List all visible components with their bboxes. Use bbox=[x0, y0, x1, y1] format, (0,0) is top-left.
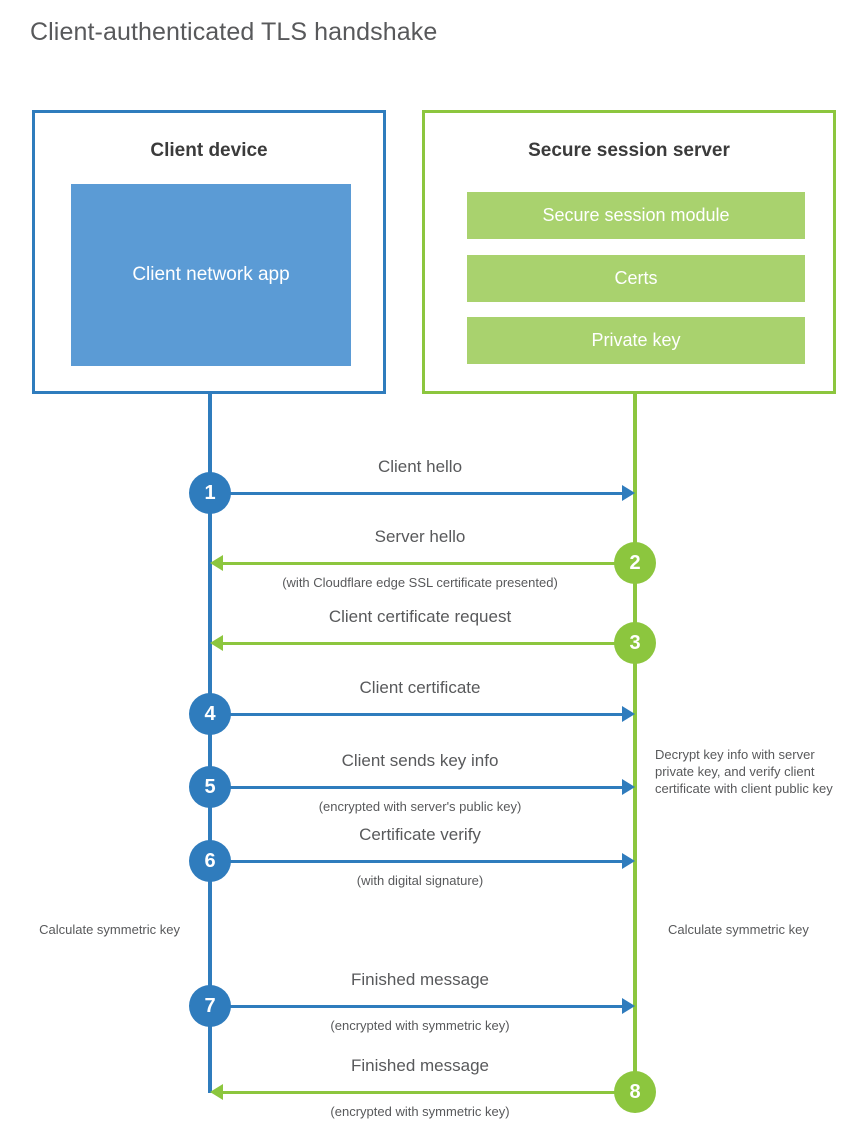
message-sublabel-6: (with digital signature) bbox=[356, 873, 484, 888]
message-arrow-line-3 bbox=[220, 642, 635, 645]
client-device-box: Client device Client network app bbox=[32, 110, 386, 394]
secure-session-server-box: Secure session server Secure session mod… bbox=[422, 110, 836, 394]
step-circle-6: 6 bbox=[189, 840, 231, 882]
message-sublabel-5: (encrypted with server's public key) bbox=[318, 799, 522, 814]
server-component-secure-session-module: Secure session module bbox=[467, 192, 805, 239]
message-arrow-line-1 bbox=[210, 492, 625, 495]
arrow-head-icon-4 bbox=[622, 706, 635, 722]
step-circle-1: 1 bbox=[189, 472, 231, 514]
arrow-head-icon-6 bbox=[622, 853, 635, 869]
server-lifeline bbox=[633, 393, 637, 1093]
client-device-title: Client device bbox=[150, 140, 268, 161]
message-label-5: Client sends key info bbox=[341, 751, 499, 770]
arrow-head-icon-8 bbox=[210, 1084, 223, 1100]
server-component-certs: Certs bbox=[467, 255, 805, 302]
arrow-head-icon-2 bbox=[210, 555, 223, 571]
step-circle-8: 8 bbox=[614, 1071, 656, 1113]
step-circle-3: 3 bbox=[614, 622, 656, 664]
note-server-decrypt: Decrypt key info with server private key… bbox=[655, 747, 833, 796]
step-circle-4: 4 bbox=[189, 693, 231, 735]
message-label-3: Client certificate request bbox=[328, 607, 512, 626]
message-label-1: Client hello bbox=[377, 457, 463, 476]
secure-session-server-title: Secure session server bbox=[528, 140, 730, 161]
message-sublabel-8: (encrypted with symmetric key) bbox=[330, 1104, 510, 1119]
step-circle-7: 7 bbox=[189, 985, 231, 1027]
message-label-7: Finished message bbox=[351, 970, 489, 989]
message-sublabel-2: (with Cloudflare edge SSL certificate pr… bbox=[282, 575, 558, 590]
page-title: Client-authenticated TLS handshake bbox=[30, 18, 438, 46]
message-label-4: Client certificate bbox=[359, 678, 481, 697]
note-client-calculate-symmetric-key: Calculate symmetric key bbox=[39, 922, 180, 937]
message-arrow-line-4 bbox=[210, 713, 625, 716]
message-label-6: Certificate verify bbox=[359, 825, 481, 844]
arrow-head-icon-7 bbox=[622, 998, 635, 1014]
step-circle-2: 2 bbox=[614, 542, 656, 584]
message-arrow-line-8 bbox=[220, 1091, 635, 1094]
client-network-app-block: Client network app bbox=[71, 184, 351, 366]
server-component-private-key: Private key bbox=[467, 317, 805, 364]
step-circle-5: 5 bbox=[189, 766, 231, 808]
message-arrow-line-7 bbox=[210, 1005, 625, 1008]
arrow-head-icon-3 bbox=[210, 635, 223, 651]
message-sublabel-7: (encrypted with symmetric key) bbox=[330, 1018, 510, 1033]
note-server-calculate-symmetric-key: Calculate symmetric key bbox=[668, 922, 809, 937]
message-label-8: Finished message bbox=[351, 1056, 489, 1075]
client-lifeline bbox=[208, 393, 212, 1093]
arrow-head-icon-1 bbox=[622, 485, 635, 501]
message-arrow-line-6 bbox=[210, 860, 625, 863]
arrow-head-icon-5 bbox=[622, 779, 635, 795]
message-label-2: Server hello bbox=[374, 527, 466, 546]
message-arrow-line-2 bbox=[220, 562, 635, 565]
message-arrow-line-5 bbox=[210, 786, 625, 789]
